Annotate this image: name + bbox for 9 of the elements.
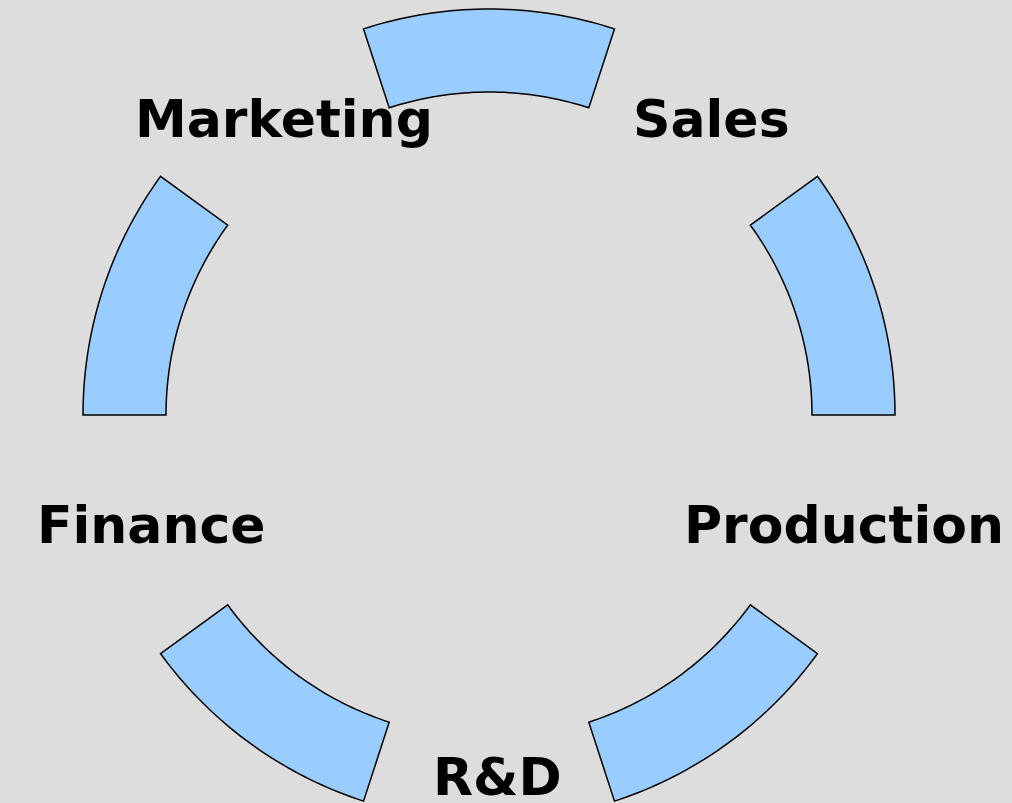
department-label: Production [684,499,1004,551]
department-label: Sales [633,93,790,145]
arc-connector [587,603,819,803]
department-label: Finance [37,499,266,551]
arc-connector [362,8,616,109]
arc-connector [749,175,896,416]
department-label: R&D [433,751,562,803]
arc-connector [159,603,391,803]
arc-connector [82,175,229,416]
